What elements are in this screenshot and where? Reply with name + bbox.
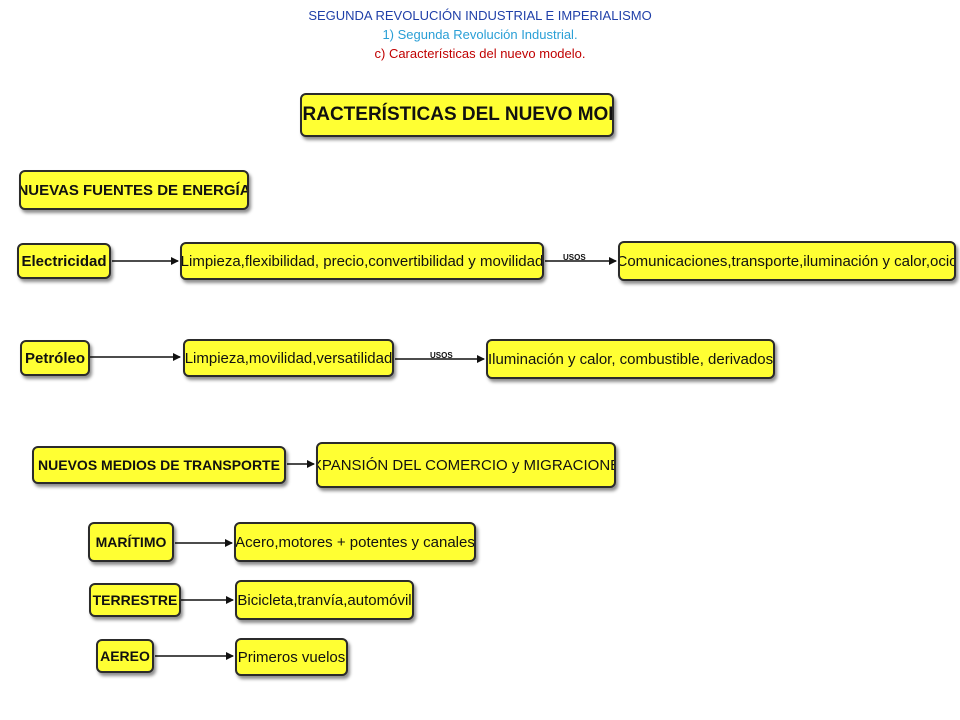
aereo-box: AEREO [96, 639, 154, 673]
electricidad-box: Electricidad [17, 243, 111, 279]
maritimo-desc-box: Acero,motores + potentes y canales [234, 522, 476, 562]
terrestre-box: TERRESTRE [89, 583, 181, 617]
main-title-box: c) CARACTERÍSTICAS DEL NUEVO MODELO [300, 93, 614, 137]
energia-heading-box: NUEVAS FUENTES DE ENERGÍA [19, 170, 249, 210]
transporte-heading-box: NUEVOS MEDIOS DE TRANSPORTE [32, 446, 286, 484]
petroleo-box: Petróleo [20, 340, 90, 376]
terrestre-desc-box: Bicicleta,tranvía,automóvil [235, 580, 414, 620]
petroleo-usos-box: Iluminación y calor, combustible, deriva… [486, 339, 775, 379]
maritimo-box: MARÍTIMO [88, 522, 174, 562]
electricidad-usos-label: USOS [563, 253, 586, 262]
electricidad-usos-box: Comunicaciones,transporte,iluminación y … [618, 241, 956, 281]
petroleo-ventajas-box: Limpieza,movilidad,versatilidad [183, 339, 394, 377]
petroleo-usos-label: USOS [430, 351, 453, 360]
electricidad-ventajas-box: Limpieza,flexibilidad, precio,convertibi… [180, 242, 544, 280]
header-section-title: 1) Segunda Revolución Industrial. [382, 27, 578, 42]
header-course-title: SEGUNDA REVOLUCIÓN INDUSTRIAL E IMPERIAL… [308, 8, 652, 23]
transporte-result-box: EXPANSIÓN DEL COMERCIO y MIGRACIONES [316, 442, 616, 488]
aereo-desc-box: Primeros vuelos [235, 638, 348, 676]
header-subsection-title: c) Características del nuevo modelo. [374, 46, 586, 61]
